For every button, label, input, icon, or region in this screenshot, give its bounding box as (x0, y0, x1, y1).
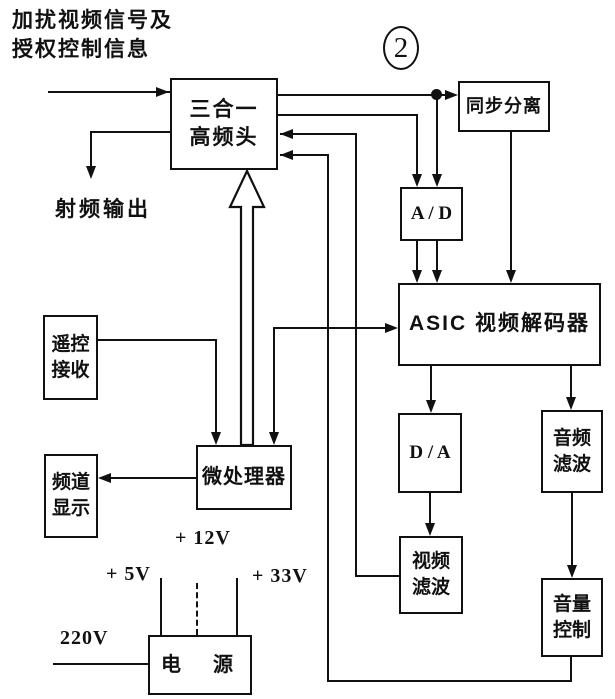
arrowhead-adc-asic-2 (432, 270, 442, 283)
block-sync-separator-label: 同步分离 (466, 96, 542, 117)
arrowhead-remote-micro (211, 432, 221, 445)
wire-audiofb-top (280, 154, 329, 156)
wire-remote-h (98, 339, 217, 341)
wire-asic-to-audiofilter (570, 366, 572, 399)
block-microprocessor: 微处理器 (196, 445, 292, 510)
label-rf-output: 射频输出 (55, 198, 151, 221)
block-remote-receiver-label-1: 遥控 (51, 333, 90, 355)
heading-line1: 加扰视频信号及 (12, 9, 173, 32)
wire-asic-to-dac (430, 366, 432, 402)
block-asic-decoder-label: ASIC 视频解码器 (408, 312, 590, 336)
wire-rf-out-v (90, 131, 92, 169)
arrowhead-sync-sep (445, 90, 458, 100)
arrowhead-sync-asic (506, 270, 516, 283)
block-channel-display-label-1: 频道 (51, 472, 90, 494)
block-asic-decoder: ASIC 视频解码器 (398, 283, 601, 366)
wire-rf-out-h (91, 131, 170, 133)
wire-220v-input (53, 663, 148, 665)
junction-dot (431, 89, 442, 100)
block-microprocessor-label: 微处理器 (202, 466, 286, 488)
wire-audiofilter-to-volume (571, 493, 573, 566)
wire-dac-to-videofilter (429, 493, 431, 525)
block-volume-control-label-1: 音量 (552, 593, 591, 615)
block-sync-separator: 同步分离 (458, 81, 550, 132)
wire-videofb-vertical (355, 133, 357, 577)
arrowhead-micro-asic (385, 323, 398, 333)
arrowhead-audiofb-tuner (280, 150, 293, 160)
arrowhead-asic-micro (269, 432, 279, 445)
wire-volume-down (570, 656, 572, 682)
wire-tuner-out2-h (278, 114, 418, 116)
wire-junction-to-adc (436, 95, 438, 177)
wire-input-to-tuner (48, 91, 170, 93)
arrowhead-audiofilter-volume (567, 565, 577, 578)
arrowhead-tuner-adc (412, 174, 422, 187)
arrowhead-micro-channel (98, 473, 111, 483)
arrowhead-input-tuner (156, 87, 169, 97)
wire-micro-channel (110, 477, 196, 479)
block-dac-label: D / A (409, 442, 451, 464)
arrowhead-asic-dac (426, 400, 436, 413)
arrowhead-asic-audiofilter (566, 397, 576, 410)
wire-adc-asic-1 (416, 241, 418, 272)
wire-12v-rail (196, 583, 198, 635)
block-adc: A / D (400, 187, 463, 241)
block-audio-filter-label-1: 音频 (552, 427, 591, 449)
wire-tuner-to-sync (278, 94, 446, 96)
arrowhead-rf-out (86, 166, 96, 179)
block-remote-receiver-label-2: 接收 (51, 359, 90, 381)
wire-micro-asic-v (273, 327, 275, 433)
wire-remote-v (215, 339, 217, 433)
hollow-bus-arrow-micro-to-tuner (228, 169, 266, 446)
block-power-supply-label: 电 源 (161, 653, 239, 676)
arrowhead-adc-asic-1 (412, 270, 422, 283)
block-dac: D / A (398, 413, 462, 493)
wire-audiofb-vertical (327, 154, 329, 682)
block-audio-filter: 音频 滤波 (541, 410, 603, 493)
block-tuner: 三合一 高频头 (170, 78, 278, 170)
block-volume-control: 音量 控制 (541, 578, 603, 657)
figure-number: 2 (393, 31, 409, 64)
block-audio-filter-label-2: 滤波 (552, 453, 591, 475)
figure-number-badge: 2 (383, 26, 419, 70)
arrowhead-videofb-tuner (280, 129, 293, 139)
block-tuner-label-1: 三合一 (189, 97, 259, 121)
wire-micro-asic-h (274, 327, 388, 329)
block-remote-receiver: 遥控 接收 (43, 315, 98, 400)
block-volume-control-label-2: 控制 (552, 619, 591, 641)
wire-adc-asic-2 (436, 241, 438, 272)
arrowhead-junction-adc (432, 174, 442, 187)
block-adc-label: A / D (410, 203, 453, 225)
block-tuner-label-2: 高频头 (189, 126, 259, 149)
block-channel-display-label-2: 显示 (51, 498, 90, 519)
wire-tuner-out2-v (416, 114, 418, 177)
arrowhead-dac-videofilter (425, 523, 435, 536)
block-video-filter-label-1: 视频 (411, 551, 450, 573)
heading-line2: 授权控制信息 (12, 38, 150, 61)
wire-5v-rail (160, 578, 162, 635)
block-video-filter: 视频 滤波 (399, 536, 463, 614)
label-33v: + 33V (252, 565, 308, 587)
wire-videofb-top (280, 133, 357, 135)
label-220v: 220V (60, 627, 109, 649)
label-12v: + 12V (175, 527, 231, 549)
block-video-filter-label-2: 滤波 (411, 577, 450, 598)
wire-videofb-bottom (355, 575, 399, 577)
wire-33v-rail (236, 578, 238, 635)
wire-sync-to-asic (510, 132, 512, 272)
block-power-supply: 电 源 (148, 635, 252, 695)
label-5v: + 5V (106, 563, 151, 585)
wire-audiofb-bottom (327, 680, 572, 682)
block-channel-display: 频道 显示 (44, 454, 98, 538)
